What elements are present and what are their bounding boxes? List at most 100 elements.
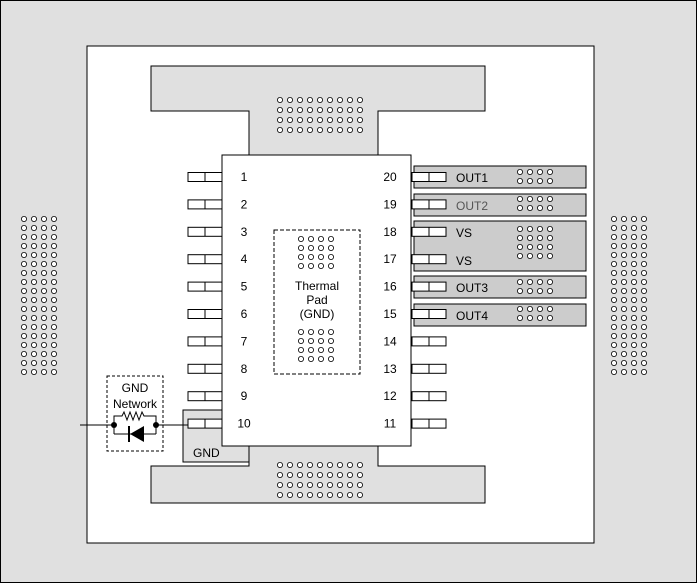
thermal-via — [307, 328, 314, 335]
pin-number-right: 16 — [383, 280, 397, 294]
thermal-via — [41, 314, 48, 321]
thermal-via — [20, 296, 27, 303]
thermal-via — [527, 252, 534, 259]
thermal-via — [296, 491, 303, 498]
thermal-via — [537, 234, 544, 241]
right-edge-via-array — [611, 215, 648, 375]
thermal-via — [641, 341, 648, 348]
thermal-via — [306, 491, 313, 498]
thermal-via — [296, 471, 303, 478]
thermal-via — [296, 97, 303, 104]
thermal-via — [51, 224, 58, 231]
gnd-network-label-2: Network — [113, 397, 158, 411]
thermal-via — [317, 355, 324, 362]
thermal-via — [631, 215, 638, 222]
thermal-via — [527, 314, 534, 321]
thermal-via — [51, 341, 58, 348]
thermal-via — [20, 314, 27, 321]
thermal-via — [286, 117, 293, 124]
thermal-via — [547, 195, 554, 202]
thermal-via — [611, 359, 618, 366]
thermal-via — [276, 127, 283, 134]
thermal-via — [621, 332, 628, 339]
thermal-via — [30, 359, 37, 366]
thermal-via — [621, 368, 628, 375]
thermal-via — [631, 278, 638, 285]
thermal-via — [30, 350, 37, 357]
out3-label: OUT3 — [456, 281, 488, 295]
thermal-via — [631, 341, 638, 348]
thermal-via — [307, 355, 314, 362]
thermal-via — [30, 224, 37, 231]
thermal-via — [30, 314, 37, 321]
thermal-via — [20, 359, 27, 366]
left-edge-via-array — [20, 215, 58, 375]
thermal-via — [517, 252, 524, 259]
thermal-via — [547, 204, 554, 211]
thermal-via — [537, 314, 544, 321]
thermal-via — [336, 127, 343, 134]
thermal-via — [20, 233, 27, 240]
thermal-via — [51, 215, 58, 222]
thermal-via — [621, 260, 628, 267]
thermal-via — [297, 244, 304, 251]
thermal-via — [517, 234, 524, 241]
bottom-via-array — [276, 461, 363, 498]
thermal-via — [517, 243, 524, 250]
thermal-via — [527, 234, 534, 241]
thermal-via — [517, 314, 524, 321]
thermal-via — [641, 224, 648, 231]
thermal-via — [296, 481, 303, 488]
thermal-via — [41, 341, 48, 348]
pin-number-left: 10 — [237, 417, 251, 431]
thermal-via — [527, 177, 534, 184]
pin-number-right: 11 — [384, 417, 397, 431]
thermal-via — [51, 260, 58, 267]
thermal-via — [327, 244, 334, 251]
thermal-via — [41, 242, 48, 249]
thermal-via — [641, 269, 648, 276]
thermal-via — [631, 269, 638, 276]
thermal-via — [41, 323, 48, 330]
thermal-via — [547, 234, 554, 241]
thermal-via — [631, 350, 638, 357]
thermal-pad-label-3: (GND) — [300, 307, 335, 321]
thermal-via — [621, 278, 628, 285]
thermal-via — [20, 269, 27, 276]
thermal-via — [326, 461, 333, 468]
thermal-via — [336, 97, 343, 104]
thermal-via — [51, 332, 58, 339]
thermal-via — [611, 341, 618, 348]
thermal-via — [51, 368, 58, 375]
thermal-via — [611, 233, 618, 240]
thermal-via — [611, 224, 618, 231]
thermal-via — [286, 127, 293, 134]
thermal-via — [326, 471, 333, 478]
thermal-via — [51, 350, 58, 357]
thermal-via — [297, 328, 304, 335]
thermal-via — [346, 117, 353, 124]
pin-number-left: 5 — [241, 280, 248, 294]
top-via-array — [276, 97, 363, 134]
thermal-via — [631, 314, 638, 321]
thermal-via — [317, 253, 324, 260]
thermal-via — [306, 471, 313, 478]
thermal-via — [297, 346, 304, 353]
thermal-via — [346, 127, 353, 134]
thermal-via — [621, 242, 628, 249]
thermal-via — [41, 251, 48, 258]
thermal-via — [621, 323, 628, 330]
thermal-via — [41, 224, 48, 231]
thermal-via — [547, 243, 554, 250]
thermal-via — [346, 491, 353, 498]
thermal-via — [641, 296, 648, 303]
thermal-via — [641, 278, 648, 285]
thermal-via — [356, 97, 363, 104]
thermal-via — [326, 107, 333, 114]
thermal-via — [527, 278, 534, 285]
thermal-via — [517, 168, 524, 175]
thermal-via — [641, 242, 648, 249]
thermal-via — [547, 278, 554, 285]
thermal-via — [631, 260, 638, 267]
thermal-via — [346, 471, 353, 478]
